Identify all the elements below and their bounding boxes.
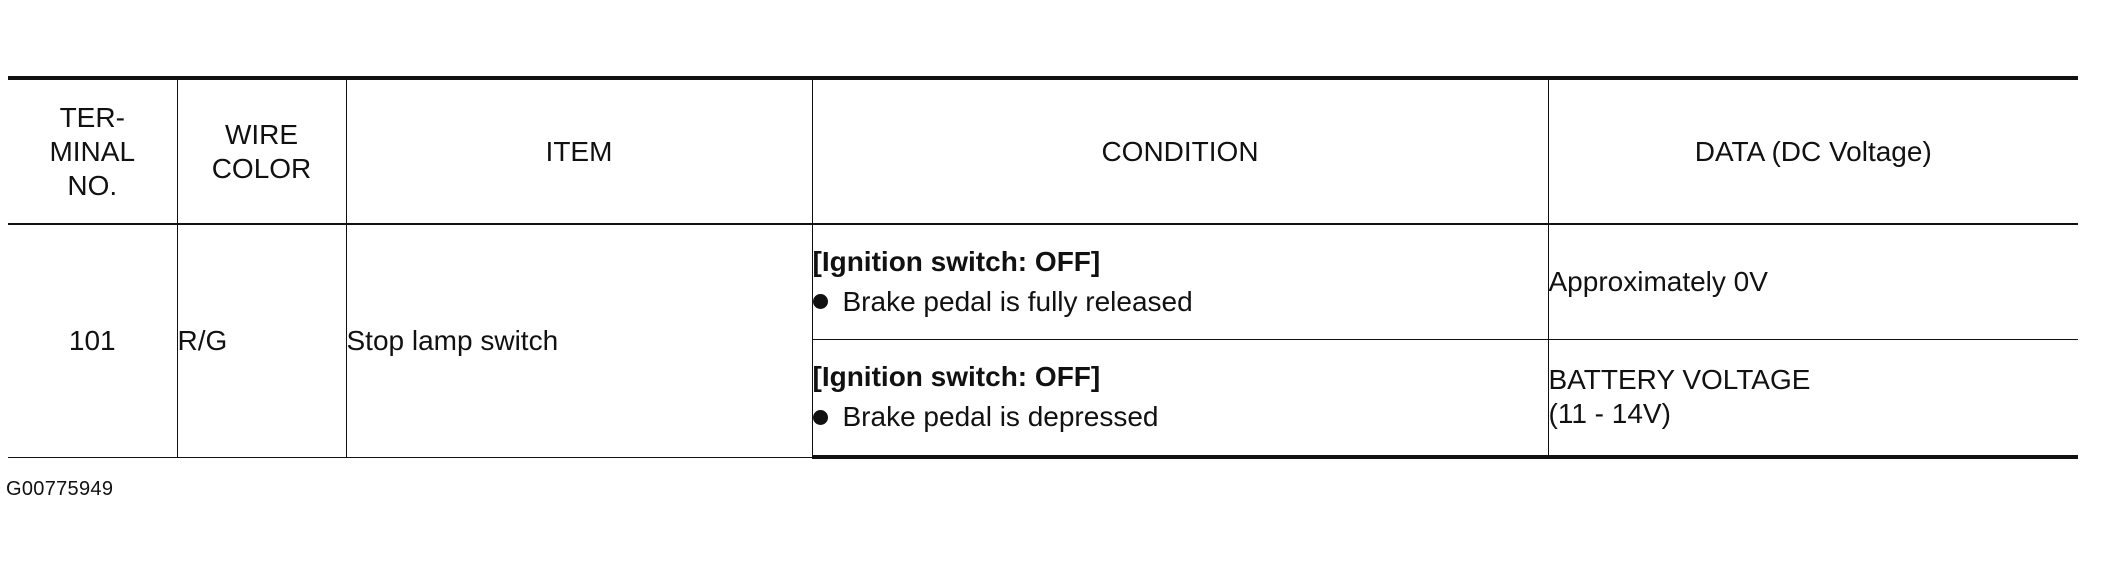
terminal-no-cell: 101 [8, 223, 178, 458]
data-cell: Approximately 0V [1547, 223, 2078, 340]
header-item: ITEM [345, 76, 813, 225]
table-row: 101 R/G Stop lamp switch [Ignition switc… [8, 223, 2078, 458]
condition-detail-line: Brake pedal is depressed [812, 400, 1548, 434]
header-terminal-line: NO. [67, 169, 118, 201]
condition-title: [Ignition switch: OFF] [812, 361, 1101, 393]
condition-detail-line: Brake pedal is fully released [812, 285, 1548, 319]
bullet-icon [812, 409, 828, 425]
bullet-icon [812, 294, 828, 310]
figure-id: G00775949 [6, 478, 114, 500]
header-terminal-no: TER- MINAL NO. [8, 76, 178, 225]
data-value: BATTERY VOLTAGE [1548, 364, 1811, 396]
item-cell: Stop lamp switch [345, 223, 813, 458]
header-terminal-line: MINAL [49, 135, 136, 167]
header-data: DATA (DC Voltage) [1547, 76, 2078, 225]
data-value: (11 - 14V) [1548, 398, 1671, 430]
header-condition: CONDITION [811, 76, 1549, 225]
condition-detail: Brake pedal is depressed [842, 401, 1159, 433]
data-cell: BATTERY VOLTAGE (11 - 14V) [1547, 338, 2078, 459]
header-wire-line: COLOR [211, 152, 312, 184]
header-wire-color: WIRE COLOR [176, 76, 347, 225]
condition-title: [Ignition switch: OFF] [812, 245, 1101, 277]
wire-color-cell: R/G [176, 223, 347, 458]
terminal-spec-table: TER- MINAL NO. WIRE COLOR ITEM CONDITION… [8, 76, 2078, 459]
condition-cell: [Ignition switch: OFF] Brake pedal is fu… [811, 223, 1549, 340]
condition-detail: Brake pedal is fully released [842, 285, 1193, 317]
condition-cell: [Ignition switch: OFF] Brake pedal is de… [812, 338, 1549, 459]
header-terminal-line: TER- [59, 101, 125, 133]
data-value: Approximately 0V [1548, 265, 1768, 297]
header-wire-line: WIRE [224, 118, 299, 150]
table-header-row: TER- MINAL NO. WIRE COLOR ITEM CONDITION… [8, 76, 2078, 225]
table-row: [Ignition switch: OFF] Brake pedal is de… [8, 338, 2078, 459]
